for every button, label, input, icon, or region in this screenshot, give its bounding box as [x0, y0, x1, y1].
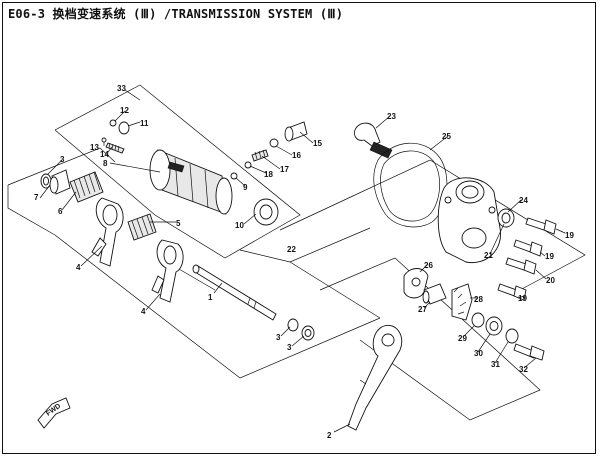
callout-19-lower: 19 — [518, 294, 527, 303]
part-19-bolt-lower — [497, 283, 527, 301]
part-10-bearing — [253, 198, 279, 226]
part-15-bolt — [284, 121, 308, 142]
callout-20: 20 — [546, 276, 555, 285]
part-17-spring — [251, 149, 269, 162]
callout-13: 13 — [90, 143, 99, 152]
part-9-pin — [230, 172, 238, 180]
callout-2: 2 — [327, 431, 332, 440]
part-28-gear-segment — [451, 283, 473, 321]
callout-3-shaft-b: 3 — [287, 343, 292, 352]
part-30-bushing — [485, 316, 503, 336]
part-24-housing — [437, 177, 501, 264]
part-2-shift-lever — [347, 324, 403, 431]
callout-7: 7 — [34, 193, 39, 202]
callout-4-right: 4 — [141, 307, 146, 316]
callout-15: 15 — [313, 139, 322, 148]
callout-30: 30 — [474, 349, 483, 358]
part-12-pin — [109, 119, 117, 127]
drawing-frame — [2, 2, 596, 454]
part-21-seal — [497, 208, 515, 228]
part-8-shift-drum — [149, 149, 233, 215]
part-18-ring — [244, 161, 252, 169]
part-32-bolt — [513, 343, 545, 361]
part-16-ball — [269, 138, 279, 148]
part-4-shift-fork-right — [151, 239, 184, 303]
callout-3-shaft-a: 3 — [276, 333, 281, 342]
group-boundary-lines — [7, 84, 586, 421]
callout-17: 17 — [280, 165, 289, 174]
callout-22: 22 — [287, 245, 296, 254]
callout-12: 12 — [120, 106, 129, 115]
callout-18: 18 — [264, 170, 273, 179]
part-13-14-spring-pin — [101, 137, 125, 154]
part-25-gasket — [373, 142, 448, 228]
part-23-drive-shaft — [353, 122, 393, 159]
callout-19-middle: 19 — [545, 252, 554, 261]
callout-29: 29 — [458, 334, 467, 343]
part-20-bolt — [505, 257, 537, 275]
callout-4-left: 4 — [76, 263, 81, 272]
part-19-bolt-upper — [525, 217, 557, 235]
part-11-stopper — [118, 121, 130, 135]
callout-27: 27 — [418, 305, 427, 314]
fwd-arrow-icon: FWD — [37, 397, 71, 429]
page-title: E06-3 换档变速系统 (Ⅲ) /TRANSMISSION SYSTEM (Ⅲ… — [8, 7, 344, 21]
part-7-collar — [49, 169, 71, 195]
callout-8: 8 — [103, 159, 108, 168]
callout-10: 10 — [235, 221, 244, 230]
callout-labels: 33 12 11 13 14 3 7 6 8 5 4 4 17 16 15 9 … — [34, 84, 574, 440]
part-3-washers-shaft — [287, 318, 315, 341]
callout-1: 1 — [208, 293, 213, 302]
callout-32: 32 — [519, 365, 528, 374]
part-27-collar — [422, 283, 447, 305]
part-4-shift-fork-left — [91, 197, 124, 267]
callout-24: 24 — [519, 196, 528, 205]
part-3-washer — [40, 173, 52, 189]
part-1-shift-shaft — [192, 264, 277, 321]
part-6-spring — [69, 171, 104, 203]
callout-5: 5 — [176, 219, 181, 228]
callout-23: 23 — [387, 112, 396, 121]
callout-26: 26 — [424, 261, 433, 270]
callout-31: 31 — [491, 360, 500, 369]
part-29-washer — [471, 312, 485, 328]
callout-28: 28 — [474, 295, 483, 304]
callout-21: 21 — [484, 251, 493, 260]
callout-25: 25 — [442, 132, 451, 141]
callout-3-upper: 3 — [60, 155, 65, 164]
callout-9: 9 — [243, 183, 248, 192]
leader-lines — [39, 89, 566, 433]
callout-14: 14 — [100, 150, 109, 159]
callout-6: 6 — [58, 207, 63, 216]
callout-16: 16 — [292, 151, 301, 160]
part-5-spring — [127, 213, 157, 241]
callout-19-upper: 19 — [565, 231, 574, 240]
part-31-washer — [505, 328, 519, 344]
part-19-bolt-middle — [513, 239, 543, 257]
callout-33: 33 — [117, 84, 126, 93]
callout-11: 11 — [140, 119, 149, 128]
